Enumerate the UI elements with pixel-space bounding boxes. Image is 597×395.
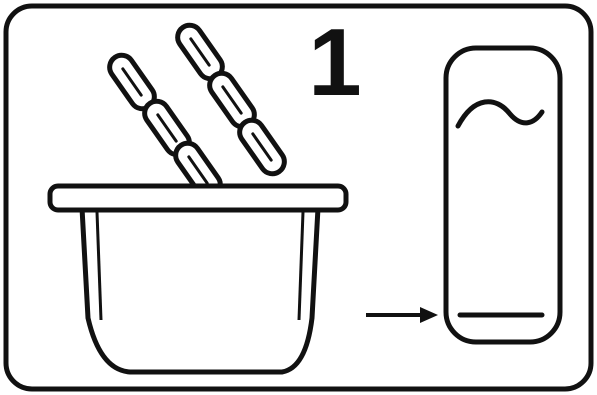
rice-grains bbox=[107, 22, 287, 200]
water-level-gauge-icon bbox=[443, 45, 563, 345]
arrow-right-icon bbox=[366, 307, 438, 323]
step-number: 1 bbox=[308, 9, 362, 116]
pot-icon bbox=[47, 183, 349, 375]
wave-line bbox=[455, 99, 545, 129]
rice-grain-icon bbox=[237, 117, 287, 177]
